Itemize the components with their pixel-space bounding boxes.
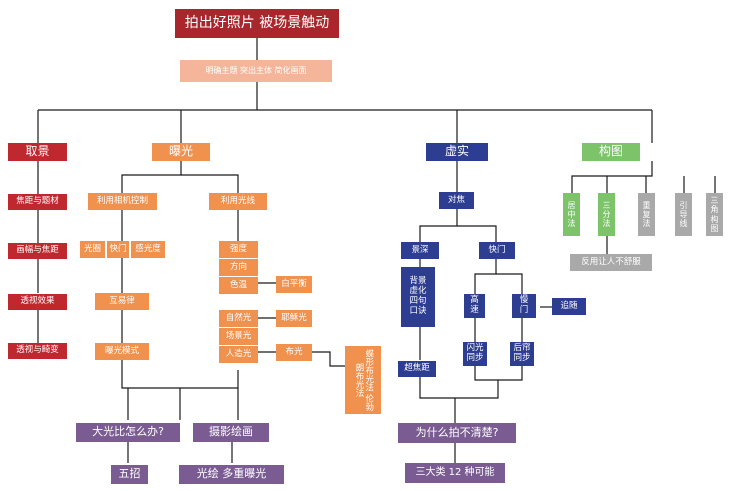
qujing-item-3: 透视效果 — [8, 294, 67, 310]
camera-control: 利用相机控制 — [88, 193, 157, 210]
high-contrast-question: 大光比怎么办? — [76, 423, 180, 442]
qujing-item-1: 焦距与题材 — [8, 194, 67, 210]
rear-curtain-sync-label: 后帘同步 — [513, 343, 531, 363]
high-speed: 高速 — [464, 294, 485, 318]
branch-baoguang: 曝光 — [152, 143, 210, 161]
hyperfocal: 超焦距 — [398, 361, 436, 377]
rear-curtain-sync: 后帘同步 — [510, 342, 534, 366]
method-leading-lines: 引导线 — [675, 193, 692, 236]
qujing-item-4: 透视与畸变 — [8, 343, 67, 359]
light-prop-intensity: 强度 — [219, 241, 258, 258]
use-light: 利用光线 — [209, 193, 267, 210]
reverse-note: 反用让人不舒服 — [570, 254, 652, 271]
light-prop-direction: 方向 — [219, 259, 258, 276]
light-source-natural: 自然光 — [219, 310, 258, 327]
panning: 追随 — [552, 298, 586, 315]
bokeh-mnemonic: 背景虚化四句口诀 — [401, 267, 435, 327]
exposure-mode: 曝光模式 — [95, 343, 149, 360]
method-center-label: 居中法 — [567, 200, 576, 229]
method-triangle-label: 三角构图 — [710, 196, 719, 233]
light-source-artificial: 人造光 — [219, 346, 258, 363]
qujing-item-2: 画幅与焦距 — [8, 243, 67, 259]
lighting-methods: 蝶形布光法 伦勃朗布光法 — [345, 346, 381, 414]
slow-shutter-label: 慢门 — [519, 295, 529, 315]
method-center: 居中法 — [563, 193, 580, 236]
reciprocity-law: 互易律 — [95, 293, 149, 310]
light-painting-multi-exposure: 光绘 多重曝光 — [179, 465, 284, 484]
root-subtitle: 明确主题 突出主体 简化画面 — [180, 60, 332, 82]
method-thirds: 三分法 — [598, 193, 615, 236]
light-source-scene: 场景光 — [219, 328, 258, 345]
five-tips: 五招 — [111, 465, 148, 484]
method-thirds-label: 三分法 — [602, 200, 611, 229]
high-speed-label: 高速 — [470, 295, 479, 315]
lighting-methods-label: 蝶形布光法 伦勃朗布光法 — [354, 348, 374, 412]
photo-painting: 摄影绘画 — [193, 423, 269, 442]
depth-of-field: 景深 — [401, 242, 439, 259]
light-prop-color-temp: 色温 — [219, 277, 258, 294]
focus: 对焦 — [439, 192, 474, 209]
slow-shutter: 慢门 — [512, 294, 536, 318]
camera-param-shutter: 快门 — [107, 241, 129, 258]
camera-param-aperture: 光圈 — [80, 241, 105, 258]
branch-goutu: 构图 — [582, 143, 640, 161]
lighting-setup: 布光 — [276, 344, 312, 361]
branch-xushi: 虚实 — [426, 143, 488, 161]
method-triangle: 三角构图 — [706, 193, 723, 236]
method-repeat: 重复法 — [638, 193, 655, 236]
method-leading-lines-label: 引导线 — [679, 200, 688, 229]
white-balance: 白平衡 — [276, 276, 312, 293]
shutter: 快门 — [479, 242, 515, 259]
bokeh-mnemonic-label: 背景虚化四句口诀 — [409, 276, 427, 316]
god-rays: 耶稣光 — [276, 310, 312, 327]
camera-param-iso: 感光度 — [131, 241, 165, 258]
flash-sync: 闪光同步 — [463, 342, 487, 366]
blur-question: 为什么拍不清楚? — [398, 423, 516, 443]
root-title: 拍出好照片 被场景触动 — [175, 9, 339, 38]
three-categories: 三大类 12 种可能 — [405, 463, 505, 483]
flash-sync-label: 闪光同步 — [466, 343, 484, 363]
method-repeat-label: 重复法 — [642, 200, 651, 229]
branch-qujing: 取景 — [8, 143, 67, 161]
